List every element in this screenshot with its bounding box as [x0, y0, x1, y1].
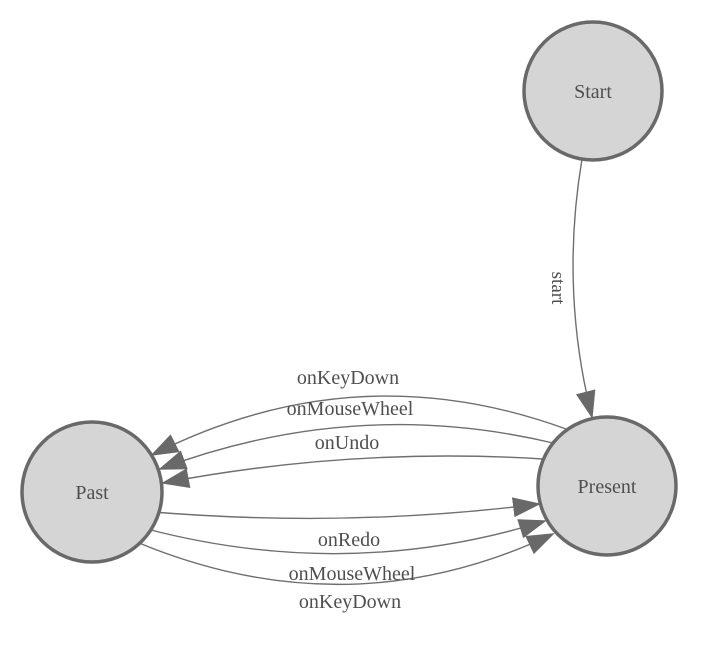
edge-past-to-present-onkeydown: [138, 533, 555, 586]
edges-layer: [138, 158, 596, 586]
edge-past-to-present-onredo: [152, 497, 541, 520]
edge-present-to-past-onkeydown: [150, 395, 567, 456]
edge-present-to-past-onmousewheel: [158, 423, 554, 470]
edge-past-to-present-onmousewheel: [146, 519, 547, 555]
state-node-present-circle[interactable]: [536, 415, 678, 557]
state-node-past-circle[interactable]: [20, 420, 164, 564]
edge-label-onkeydown-top: onKeyDown: [297, 367, 399, 389]
edge-label-onkeydown-bottom: onKeyDown: [299, 591, 401, 613]
edge-present-to-past-onundo: [161, 455, 544, 488]
edge-label-onmousewheel-bottom: onMouseWheel: [289, 563, 416, 585]
edge-label-onundo: onUndo: [315, 432, 379, 454]
state-node-present[interactable]: Present: [536, 415, 678, 557]
state-node-past[interactable]: Past: [20, 420, 164, 564]
edge-label-onmousewheel-top: onMouseWheel: [287, 398, 414, 420]
state-node-past-label: Past: [75, 482, 109, 504]
edge-label-onredo: onRedo: [318, 529, 380, 551]
state-node-start[interactable]: Start: [522, 20, 664, 162]
state-node-start-circle[interactable]: [522, 20, 664, 162]
edge-labels-layer: start onKeyDown onMouseWheel onUndo onRe…: [287, 272, 568, 613]
edge-start-to-present: [572, 158, 596, 419]
state-node-present-label: Present: [578, 476, 637, 498]
edge-label-start: start: [547, 272, 568, 305]
nodes-layer: Start Present Past: [20, 20, 678, 564]
state-node-start-label: Start: [574, 81, 612, 103]
